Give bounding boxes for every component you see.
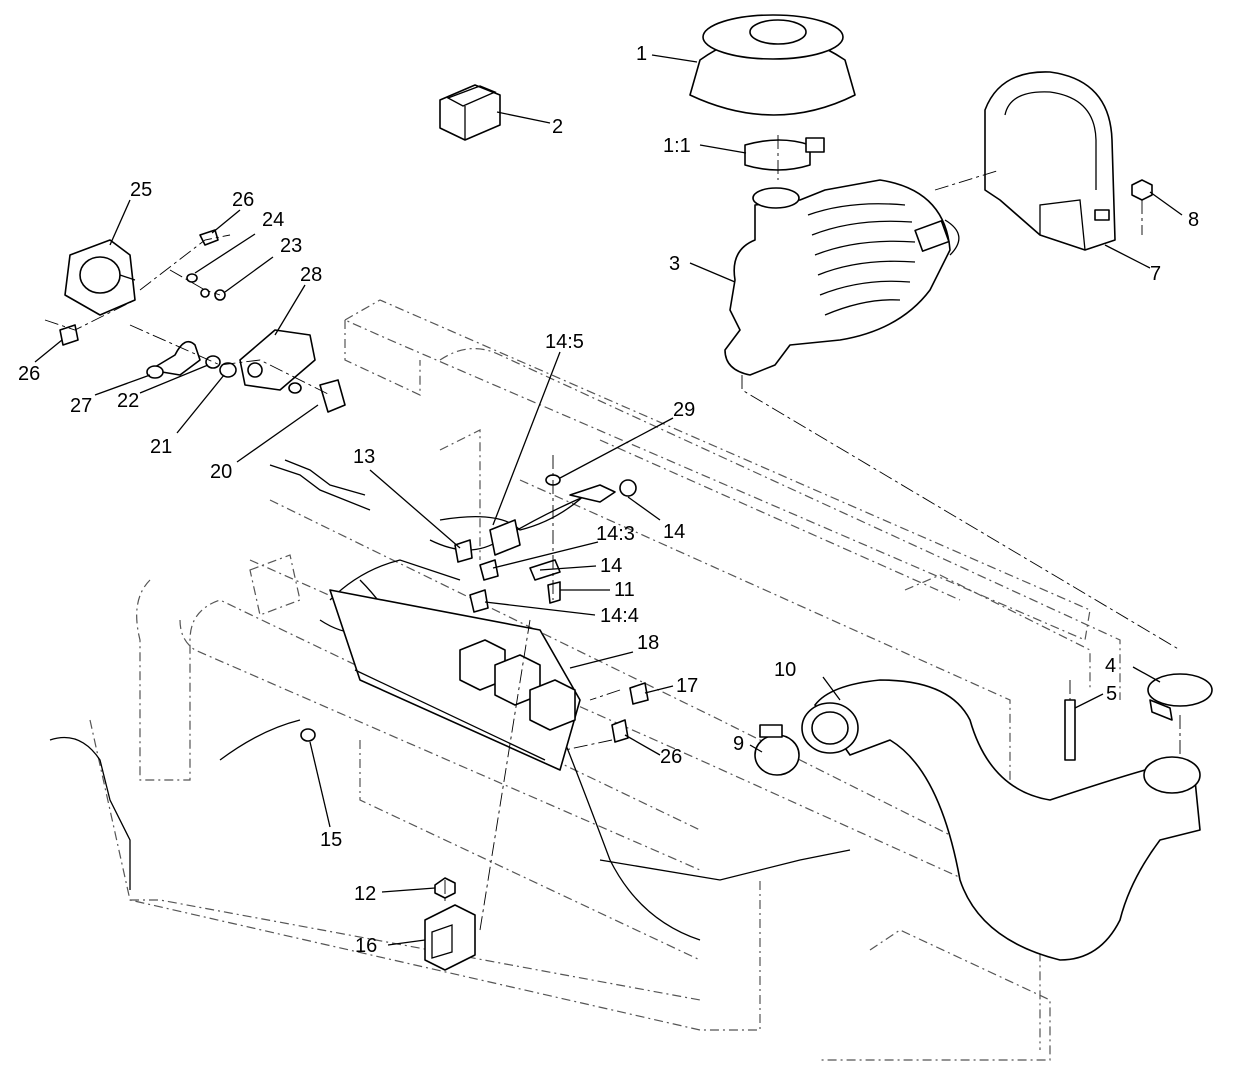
- assembly-centerlines: [44, 135, 1181, 931]
- callout-2: 2: [552, 116, 563, 138]
- callout-1: 1: [636, 43, 647, 65]
- bolt-17: [629, 682, 649, 705]
- callout-22: 22: [117, 390, 139, 412]
- callout-21: 21: [150, 436, 172, 458]
- air-cleaner-cap: [689, 14, 856, 116]
- callout-20: 20: [210, 461, 232, 483]
- callout-16: 16: [355, 935, 377, 957]
- callout-11: 11: [614, 579, 635, 601]
- bolt-11: [547, 581, 561, 604]
- callout-15: 15: [320, 829, 342, 851]
- grommet-27: [146, 340, 201, 379]
- callout-14-3: 14:3: [596, 523, 635, 545]
- callout-18: 18: [637, 632, 659, 654]
- connector-14-4: [469, 589, 489, 613]
- bolt-26-center: [611, 719, 629, 743]
- ring-terminal-14: [529, 479, 637, 581]
- callout-26-top: 26: [232, 189, 254, 211]
- callout-25: 25: [130, 179, 152, 201]
- callout-26-left: 26: [18, 363, 40, 385]
- callout-17: 17: [676, 675, 698, 697]
- hose-clamp-9: [754, 724, 800, 776]
- callout-9: 9: [733, 733, 744, 755]
- callout-26-center: 26: [660, 746, 682, 768]
- callout-4: 4: [1105, 655, 1116, 677]
- callout-3: 3: [669, 253, 680, 275]
- lock-washer: [186, 273, 226, 301]
- callout-29: 29: [673, 399, 695, 421]
- relay-16: [424, 904, 476, 971]
- callout-13: 13: [353, 446, 375, 468]
- callout-24: 24: [262, 209, 284, 231]
- callout-5: 5: [1106, 683, 1117, 705]
- intake-hose: [801, 679, 1201, 961]
- hose-clamp-4: [1147, 673, 1213, 721]
- nut-15: [300, 728, 316, 742]
- horn-assembly: [64, 239, 136, 316]
- cap-screw-top: [199, 229, 219, 246]
- boot-28: [239, 329, 316, 391]
- spacer-20: [288, 379, 346, 413]
- air-cleaner-body: [724, 179, 960, 376]
- callout-leaders: [34, 54, 1183, 946]
- callout-14-4: 14:4: [600, 605, 639, 627]
- wire-harness: [49, 459, 851, 941]
- callout-27: 27: [70, 395, 92, 417]
- bolt-5: [1064, 699, 1076, 761]
- callout-1-1: 1:1: [663, 135, 691, 157]
- callout-14-mid: 14: [600, 555, 622, 577]
- callout-23: 23: [280, 235, 302, 257]
- connector-14-3: [479, 559, 499, 581]
- flange-nut: [1131, 179, 1153, 201]
- callout-labels: 1 2 1:1 3 4 5 7 8 9 10 11 12 13 14 14 14…: [18, 43, 1199, 957]
- cap-clamp: [744, 137, 825, 171]
- relays: [459, 639, 576, 731]
- air-cleaner-bracket: [984, 71, 1116, 251]
- callout-10: 10: [774, 659, 796, 681]
- connector-13: [454, 539, 473, 563]
- callout-14-5: 14:5: [545, 331, 584, 353]
- connector-14-5: [489, 519, 521, 556]
- rocker-switch: [439, 84, 501, 141]
- callout-14-top: 14: [663, 521, 685, 543]
- callout-7: 7: [1150, 263, 1161, 285]
- callout-28: 28: [300, 264, 322, 286]
- callout-8: 8: [1188, 209, 1199, 231]
- frame-phantom-outline: [89, 299, 1121, 1061]
- washers-21-22: [205, 355, 237, 378]
- callout-12: 12: [354, 883, 376, 905]
